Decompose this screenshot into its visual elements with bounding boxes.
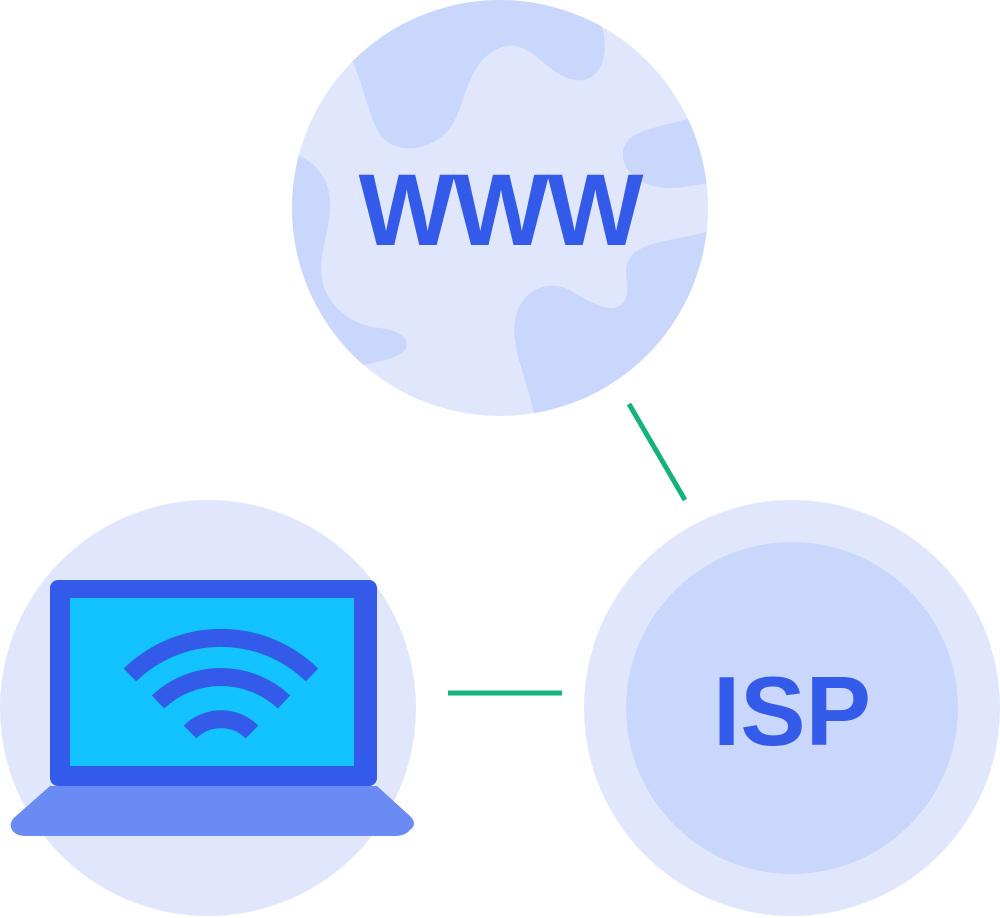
internet-label: WWW [359,153,645,267]
isp-inner-circle [626,542,958,874]
wifi-arc-outer [123,628,319,682]
wifi-arc-middle [151,668,291,709]
isp-label: ISP [713,656,871,766]
connector-internet-isp [626,402,688,502]
laptop-node [0,500,416,916]
wifi-icon [123,628,319,739]
wifi-arc-inner [183,710,259,739]
laptop-wifi-icon [10,580,415,836]
isp-node: ISP [584,500,1000,916]
internet-node: WWW [292,0,708,416]
laptop-base [10,786,415,836]
